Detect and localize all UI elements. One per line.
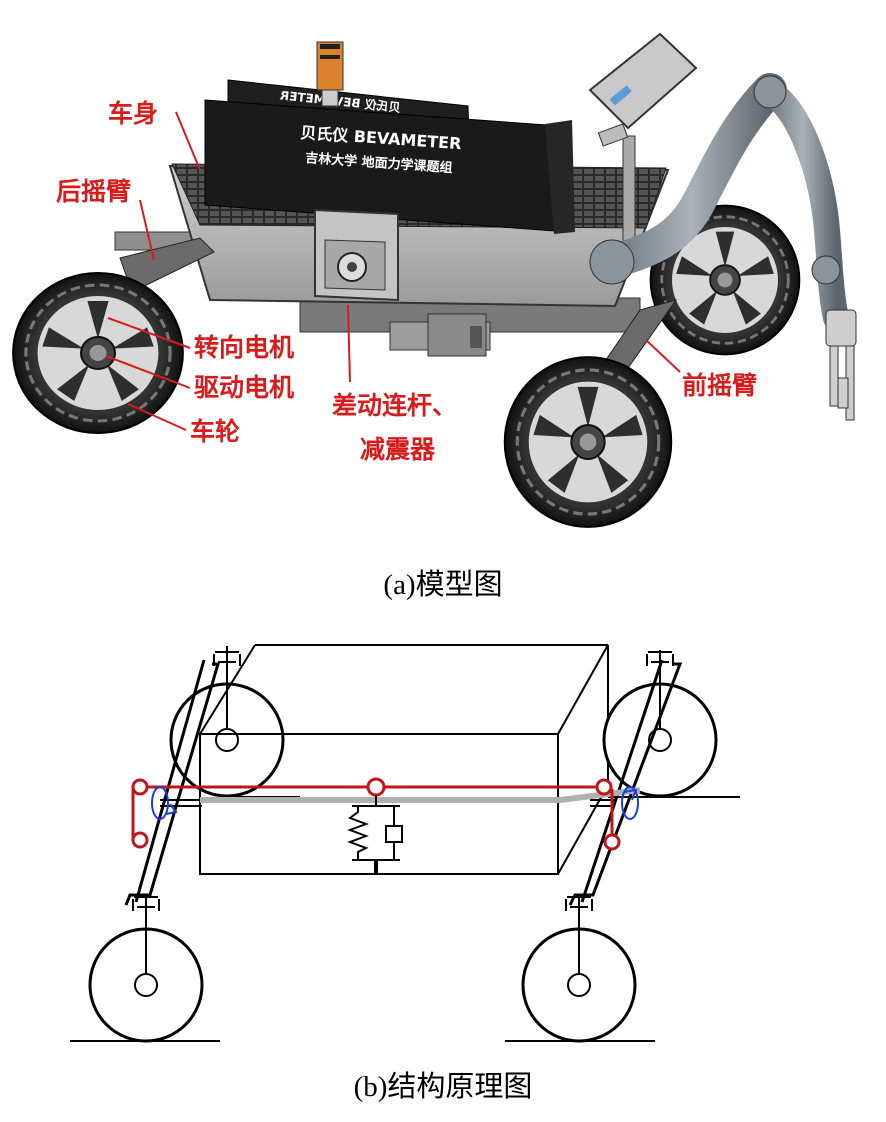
kingpin-upper-left [213,646,241,728]
rocker-right [568,659,683,906]
label-body: 车身 [108,99,158,128]
rotation-arrows [151,786,639,820]
rocker-left [124,659,221,906]
spring-damper [347,795,403,874]
top-sensor [316,41,344,107]
gripper [825,309,857,421]
shock-absorber [389,313,491,357]
schematic [70,644,740,1043]
wheel-front-left [503,355,673,529]
kingpin-lower-right [565,895,593,973]
bevameter-panel-side [545,120,575,234]
differential-linkage [131,777,621,851]
kingpin-lower-left [132,895,160,973]
wheel-rear-left [11,271,185,435]
rover-model: 贝氏仪 BEVAMETER 贝氏仪 BEVAMETER 吉林大学 地面力学课题组 [11,32,857,529]
label-front-rocker: 前摇臂 [682,371,757,400]
differential-plate [314,208,399,302]
label-wheel: 车轮 [190,417,240,446]
robotic-arm [589,73,857,421]
label-diff-link: 差动连杆、 [332,391,457,420]
caption-a: (a)模型图 [383,568,502,601]
label-steering-motor: 转向电机 [194,333,294,362]
label-damper: 减震器 [360,435,436,464]
wheel-lower-left-hub [134,973,158,997]
wheel-lower-right-hub [567,973,591,997]
caption-b: (b)结构原理图 [354,1070,533,1103]
camera-mast [588,32,698,247]
label-drive-motor: 驱动电机 [194,373,294,402]
wheel-upper-right-hub [648,728,672,752]
model-annotations [105,111,681,431]
wheel-upper-left-hub [215,728,239,752]
label-rear-rocker: 后摇臂 [56,177,131,206]
schematic-body-box [199,644,609,875]
